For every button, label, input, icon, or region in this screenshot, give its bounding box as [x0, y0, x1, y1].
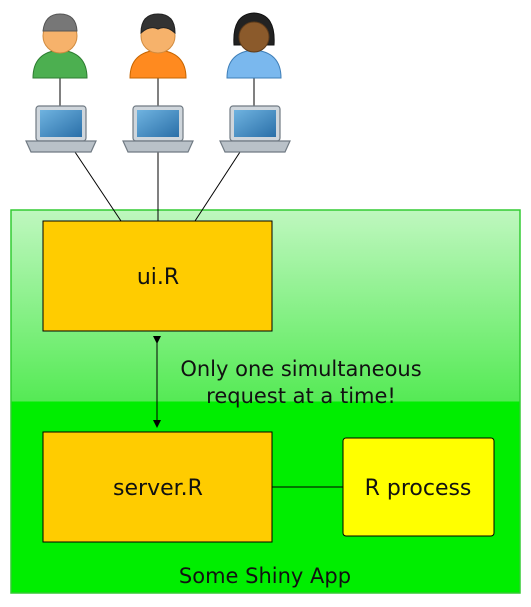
user-orange-hoodie-icon [129, 13, 187, 79]
user-2 [122, 13, 194, 153]
user-blue-shirt-icon [226, 12, 282, 79]
laptop-icon [25, 105, 97, 153]
server-node-label: server.R [113, 476, 203, 501]
user-3 [219, 12, 291, 153]
user-green-cap-icon [32, 13, 88, 79]
laptop-icon [219, 105, 291, 153]
app-title: Some Shiny App [179, 564, 351, 588]
ui-node [42, 220, 273, 332]
server-node [42, 431, 273, 543]
rprocess-node-label: R process [365, 476, 472, 501]
laptop-icon [122, 105, 194, 153]
rprocess-node [342, 437, 495, 537]
ui-node-label: ui.R [137, 265, 179, 290]
concurrency-note-line2: request at a time! [206, 384, 396, 408]
user-connections [74, 151, 241, 222]
user-1 [25, 13, 97, 153]
concurrency-note-line1: Only one simultaneous [180, 357, 421, 381]
